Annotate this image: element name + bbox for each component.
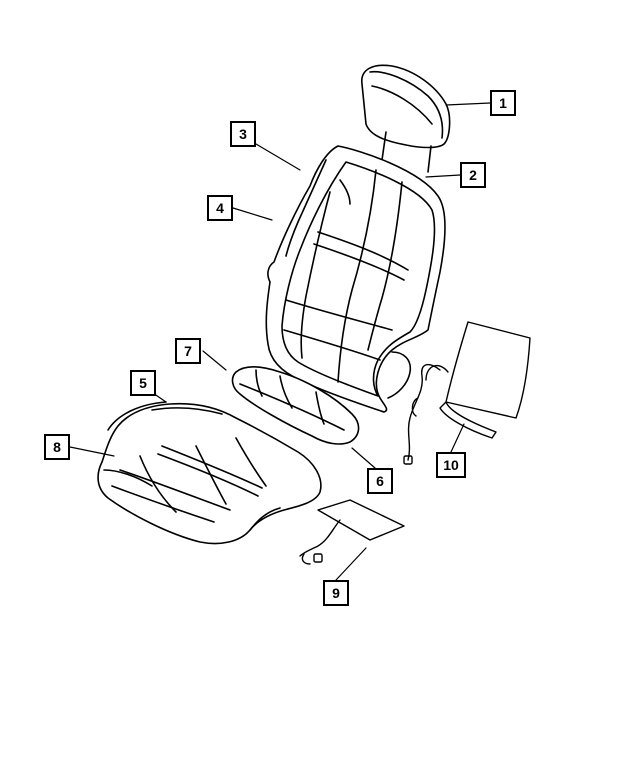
seat-back-heater-drawing[interactable] [403, 321, 531, 465]
seat-cushion-drawing[interactable] [97, 401, 322, 545]
callout-9[interactable]: 9 [323, 580, 349, 606]
callout-4[interactable]: 4 [207, 195, 233, 221]
callout-10[interactable]: 10 [436, 452, 466, 478]
callout-6[interactable]: 6 [367, 468, 393, 494]
headrest-drawing[interactable] [361, 64, 451, 173]
cushion-heater-drawing[interactable] [299, 499, 405, 565]
callout-5[interactable]: 5 [130, 370, 156, 396]
callout-3[interactable]: 3 [230, 121, 256, 147]
cushion-bolster-drawing[interactable] [231, 365, 360, 445]
callout-1[interactable]: 1 [490, 90, 516, 116]
seat-back-drawing[interactable] [265, 145, 446, 413]
callout-7[interactable]: 7 [175, 338, 201, 364]
callout-2[interactable]: 2 [460, 162, 486, 188]
callout-8[interactable]: 8 [44, 434, 70, 460]
leader-lines [69, 102, 491, 581]
